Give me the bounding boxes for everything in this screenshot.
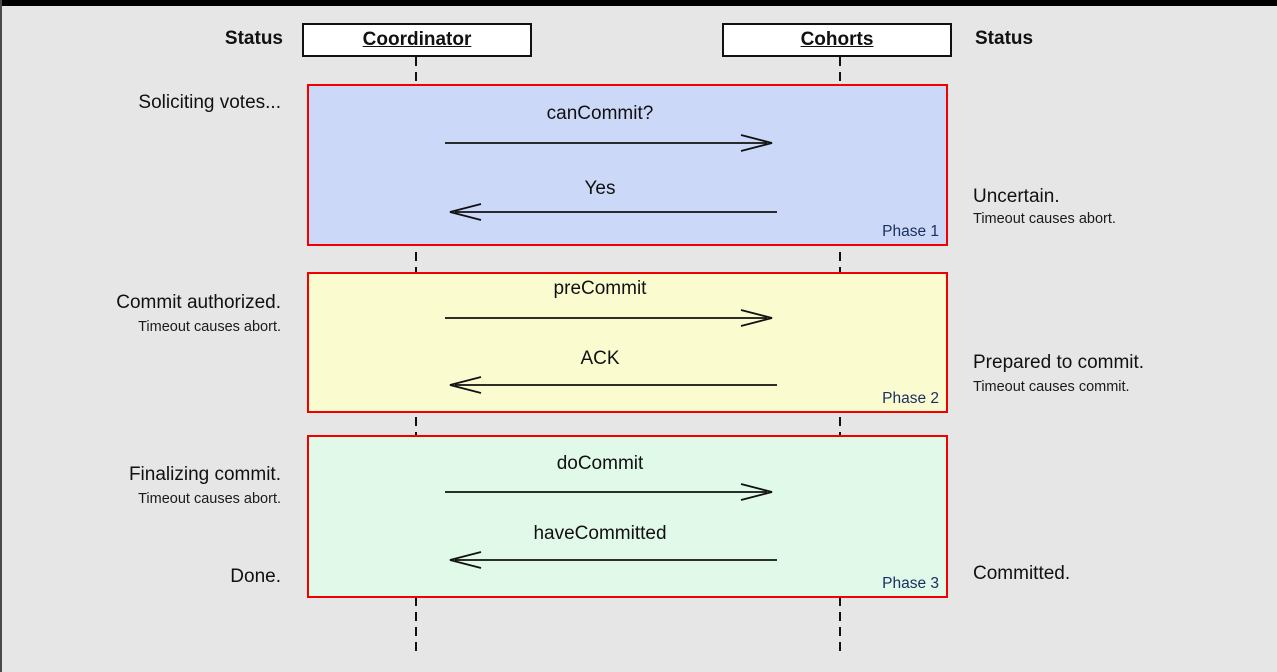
left-status-heading: Status (224, 28, 283, 49)
message-yes: Yes (584, 178, 616, 199)
right-status-heading: Status (975, 28, 1034, 49)
cohorts-label: Cohorts (800, 29, 874, 50)
message-precommit: preCommit (553, 278, 647, 299)
phase-3-box: Phase 3 (307, 435, 948, 598)
arrow-left-havecommitted (449, 551, 777, 569)
message-ack: ACK (580, 348, 620, 369)
status-soliciting-votes: Soliciting votes... (138, 92, 281, 113)
arrow-left-ack (449, 376, 777, 394)
cohorts-actor-box: Cohorts (722, 23, 952, 57)
status-committed: Committed. (973, 563, 1071, 584)
status-commit-authorized-note: Timeout causes abort. (138, 319, 281, 335)
phase-1-box: Phase 1 (307, 84, 948, 246)
arrow-left-yes (449, 203, 777, 221)
coordinator-label: Coordinator (362, 29, 472, 50)
message-docommit: doCommit (556, 453, 644, 474)
status-commit-authorized: Commit authorized. (116, 292, 281, 313)
arrow-right-cancommit (445, 134, 773, 152)
status-prepared-note: Timeout causes commit. (973, 379, 1130, 395)
top-border-bar (0, 0, 1277, 6)
message-havecommitted: haveCommitted (533, 523, 667, 544)
status-uncertain-note: Timeout causes abort. (973, 211, 1116, 227)
status-done: Done. (230, 566, 281, 587)
left-border-edge (0, 0, 2, 672)
phase-2-badge: Phase 2 (882, 390, 939, 407)
phase-3-badge: Phase 3 (882, 575, 939, 592)
coordinator-actor-box: Coordinator (302, 23, 532, 57)
phase-2-box: Phase 2 (307, 272, 948, 413)
phase-1-badge: Phase 1 (882, 223, 939, 240)
status-prepared-to-commit: Prepared to commit. (973, 352, 1145, 373)
status-finalizing-note: Timeout causes abort. (138, 491, 281, 507)
arrow-right-precommit (445, 309, 773, 327)
status-finalizing-commit: Finalizing commit. (128, 464, 281, 485)
message-cancommit: canCommit? (546, 103, 654, 124)
status-uncertain: Uncertain. (973, 186, 1060, 207)
arrow-right-docommit (445, 483, 773, 501)
